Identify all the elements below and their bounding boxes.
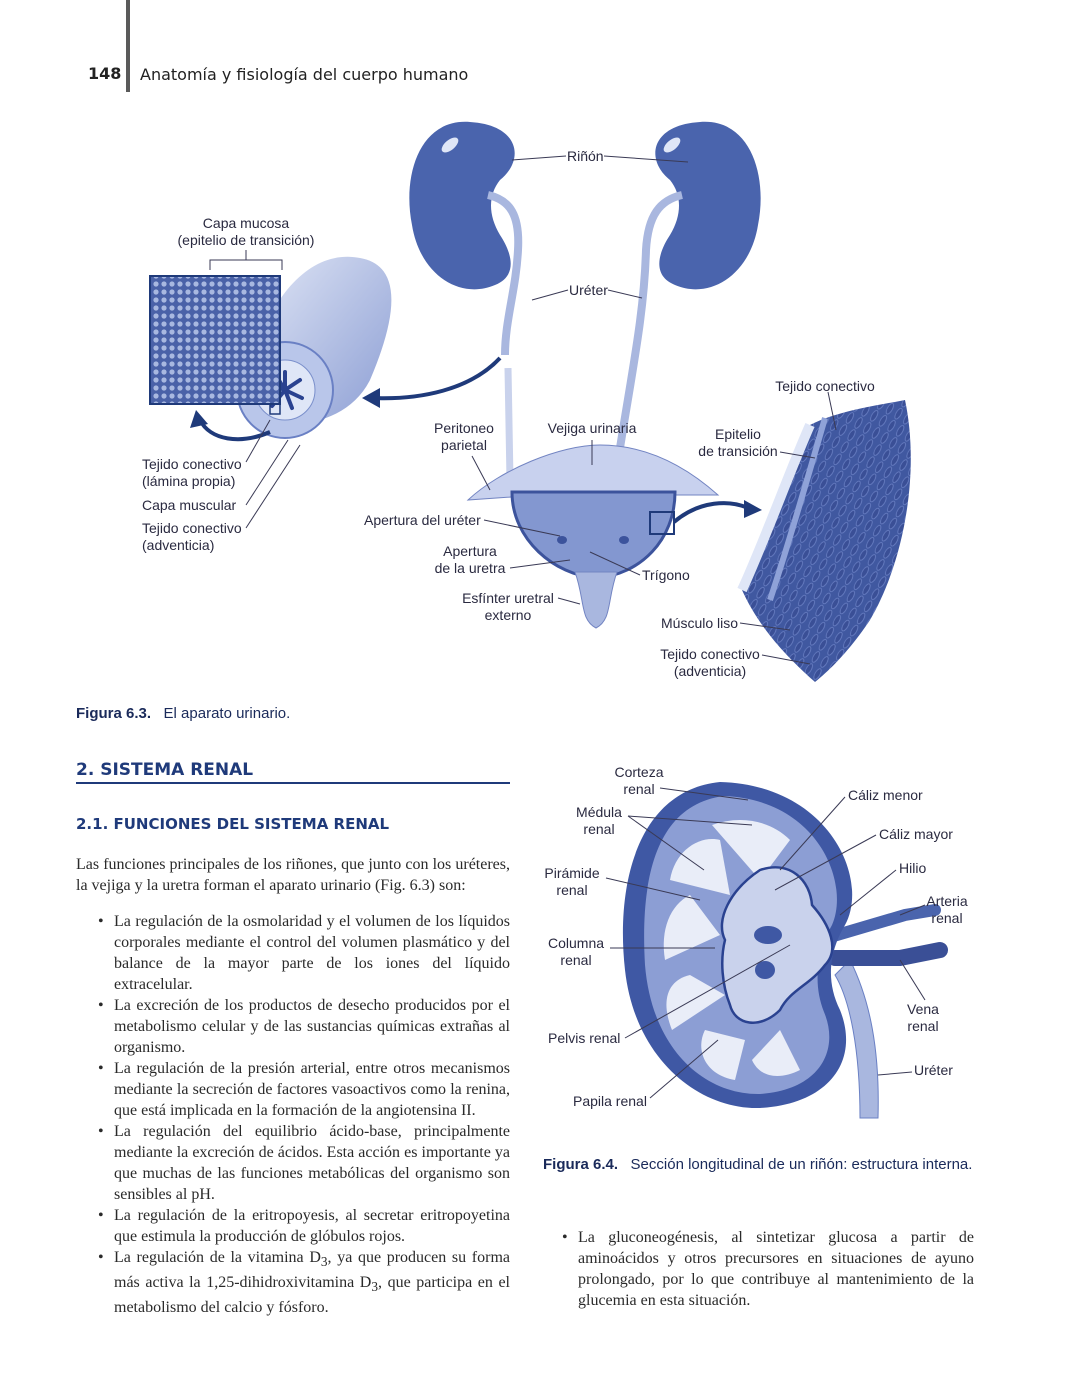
label-caliz-mayor: Cáliz mayor: [879, 826, 953, 842]
label-tejido-adventicia-right: Tejido conectivo: [660, 646, 760, 662]
renal-pelvis: [720, 866, 834, 1024]
label-arteria: Arteria: [926, 893, 967, 909]
bladder-wall-section: [742, 400, 911, 682]
label-columna: Columna: [548, 935, 604, 951]
figure-urinary-system: Riñón Uréter Capa mucosa (epitelio de tr…: [142, 121, 911, 682]
running-title: Anatomía y fisiología del cuerpo humano: [140, 65, 469, 84]
intro-paragraph: Las funciones principales de los riñones…: [76, 856, 510, 894]
label-piramide: Pirámide: [544, 865, 599, 881]
label-epitelio-2: de transición: [698, 443, 777, 459]
subsection-title: 2.1. FUNCIONES DEL SISTEMA RENAL: [76, 815, 390, 833]
left-kidney: [409, 121, 515, 290]
label-peritoneo-2: parietal: [441, 437, 487, 453]
label-apertura-uretra-2: de la uretra: [435, 560, 506, 576]
figure-kidney-section: Corteza renal Médula renal Pirámide rena…: [544, 764, 968, 1119]
list-item: •La regulación de la eritropoyesis, al s…: [98, 1207, 510, 1245]
functions-list: •La regulación de la osmolaridad y el vo…: [98, 911, 510, 1318]
label-tejido-adventicia: Tejido conectivo: [142, 520, 242, 536]
page-rule: [126, 0, 130, 92]
label-musculo-liso: Músculo liso: [661, 615, 738, 631]
label-arteria-2: renal: [931, 910, 962, 926]
label-ureter: Uréter: [569, 282, 608, 298]
label-corteza-2: renal: [623, 781, 654, 797]
list-item: •La regulación del equilibrio ácido-base…: [98, 1123, 510, 1203]
label-pelvis: Pelvis renal: [548, 1030, 620, 1046]
label-capa-mucosa-2: (epitelio de transición): [178, 232, 315, 248]
figure-6-4-number: Figura 6.4.: [543, 1156, 619, 1173]
section-title: 2. SISTEMA RENAL: [76, 760, 510, 784]
list-item: •La regulación de la osmolaridad y el vo…: [98, 913, 510, 993]
label-apertura-ureter: Apertura del uréter: [364, 512, 481, 528]
label-corteza: Corteza: [614, 764, 663, 780]
label-vena: Vena: [907, 1001, 939, 1017]
label-columna-2: renal: [560, 952, 591, 968]
figure-6-3-caption: Figura 6.3. El aparato urinario.: [76, 705, 290, 722]
label-tejido-adventicia-2: (adventicia): [142, 537, 214, 553]
label-esfinter: Esfínter uretral: [462, 590, 554, 606]
label-ureter-kidney: Uréter: [914, 1062, 953, 1078]
label-esfinter-2: externo: [485, 607, 532, 623]
label-caliz-menor: Cáliz menor: [848, 787, 923, 803]
label-apertura-uretra: Apertura: [443, 543, 497, 559]
list-item: •La excreción de los productos de desech…: [98, 997, 510, 1056]
mucosa-inset: [149, 275, 281, 405]
label-piramide-2: renal: [556, 882, 587, 898]
figure-6-3-text: El aparato urinario.: [163, 705, 291, 722]
label-capa-mucosa: Capa mucosa: [203, 215, 290, 231]
label-papila: Papila renal: [573, 1093, 647, 1109]
functions-list-continued: •La gluconeogénesis, al sintetizar gluco…: [562, 1227, 974, 1311]
label-trigono: Trígono: [642, 567, 690, 583]
label-vejiga: Vejiga urinaria: [548, 420, 637, 436]
label-tejido-lamina: Tejido conectivo: [142, 456, 242, 472]
label-medula: Médula: [576, 804, 622, 820]
label-tejido-adventicia-right-2: (adventicia): [674, 663, 746, 679]
label-medula-2: renal: [583, 821, 614, 837]
figure-6-4-caption: Figura 6.4. Sección longitudinal de un r…: [543, 1154, 977, 1175]
page-number: 148: [88, 64, 122, 83]
label-tejido-lamina-2: (lámina propia): [142, 473, 235, 489]
label-peritoneo: Peritoneo: [434, 420, 494, 436]
list-item: •La gluconeogénesis, al sintetizar gluco…: [562, 1229, 974, 1309]
right-kidney: [655, 121, 761, 290]
figure-6-4-text: Sección longitudinal de un riñón: estruc…: [630, 1156, 973, 1173]
label-tejido-conectivo-top: Tejido conectivo: [775, 378, 875, 394]
label-epitelio: Epitelio: [715, 426, 761, 442]
figure-6-3-number: Figura 6.3.: [76, 705, 152, 722]
label-rinon: Riñón: [567, 148, 604, 164]
list-item: •La regulación de la presión arterial, e…: [98, 1060, 510, 1119]
label-capa-muscular: Capa muscular: [142, 497, 236, 513]
label-vena-2: renal: [907, 1018, 938, 1034]
label-hilio: Hilio: [899, 860, 926, 876]
list-item-vitamin-d: •La regulación de la vitamina D3, ya que…: [98, 1249, 510, 1317]
